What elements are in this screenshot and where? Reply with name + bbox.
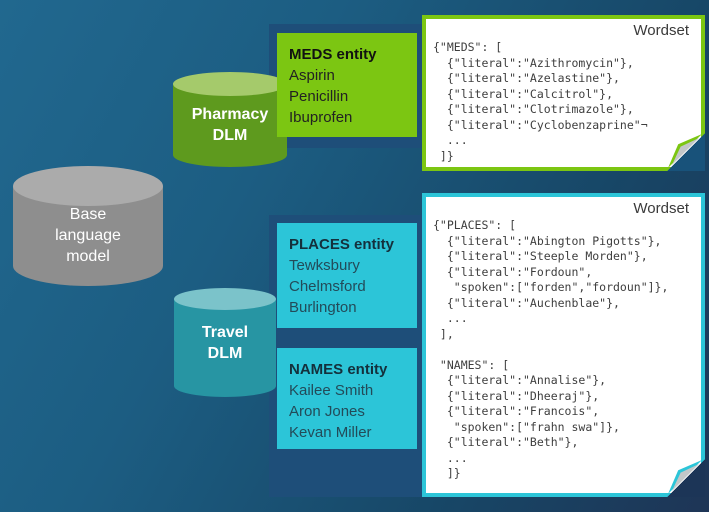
- places-entity-box: PLACES entity Tewksbury Chelmsford Burli…: [277, 223, 417, 328]
- pharmacy-dlm-cylinder: Pharmacy DLM: [173, 72, 287, 167]
- meds-entity-item: Penicillin: [289, 88, 349, 105]
- wordset-panel-title: Wordset: [633, 200, 689, 217]
- cylinder-cap: [174, 288, 276, 310]
- meds-entity-item: Ibuprofen: [289, 109, 353, 126]
- base-language-model-cylinder: Base language model: [13, 166, 163, 286]
- names-entity-item: Kailee Smith: [289, 382, 374, 399]
- travel-dlm-cylinder: Travel DLM: [174, 288, 276, 397]
- meds-entity-item: Aspirin: [289, 67, 335, 84]
- cylinder-body: [173, 84, 287, 167]
- meds-entity-title: MEDS entity: [289, 46, 377, 63]
- places-entity-item: Burlington: [289, 299, 357, 316]
- cylinder-body: [174, 299, 276, 397]
- places-entity-title: PLACES entity: [289, 236, 395, 253]
- places-entity-item: Tewksbury: [289, 257, 360, 274]
- cylinder-cap: [13, 166, 163, 206]
- names-entity-title: NAMES entity: [289, 361, 388, 378]
- travel-dlm-label: Travel DLM: [201, 324, 249, 362]
- travel-wordset-panel: Wordset {"PLACES": [ {"literal":"Abingto…: [422, 193, 705, 497]
- meds-wordset-panel: Wordset {"MEDS": [ {"literal":"Azithromy…: [422, 15, 705, 171]
- pharmacy-dlm-label: Pharmacy DLM: [191, 106, 269, 144]
- cylinder-cap: [173, 72, 287, 96]
- names-entity-item: Aron Jones: [289, 403, 365, 420]
- base-language-model-label: Base language model: [55, 206, 121, 265]
- names-entity-item: Kevan Miller: [289, 424, 372, 441]
- meds-wordset-code: {"MEDS": [ {"literal":"Azithromycin"}, {…: [433, 40, 648, 163]
- travel-wordset-code: {"PLACES": [ {"literal":"Abington Pigott…: [433, 218, 669, 480]
- names-entity-box: NAMES entity Kailee Smith Aron Jones Kev…: [277, 348, 417, 449]
- wordset-panel-title: Wordset: [633, 22, 689, 39]
- places-entity-item: Chelmsford: [289, 278, 366, 295]
- meds-entity-box: MEDS entity Aspirin Penicillin Ibuprofen: [277, 33, 417, 137]
